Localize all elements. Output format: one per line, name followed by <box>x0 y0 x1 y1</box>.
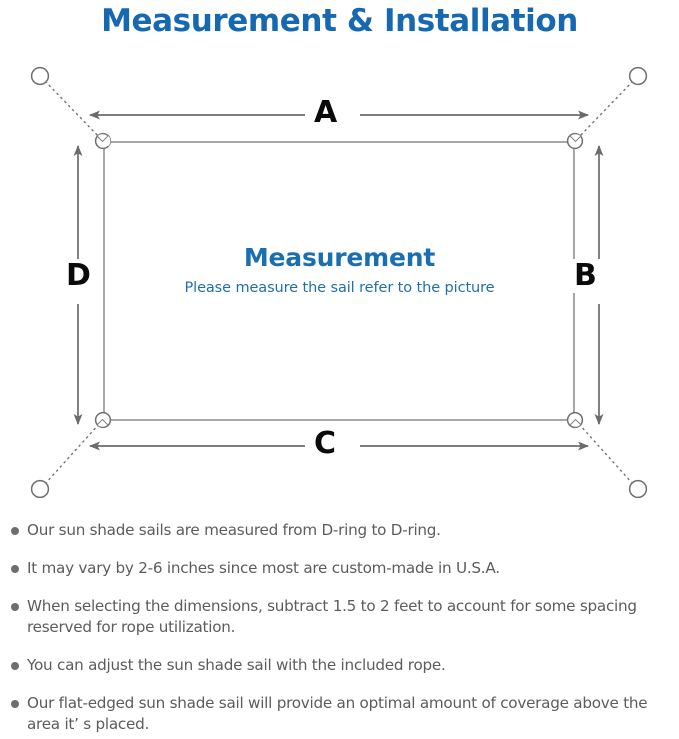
diagram-svg <box>30 66 648 499</box>
note-text: When selecting the dimensions, subtract … <box>27 597 637 636</box>
note-text: Our sun shade sails are measured from D-… <box>27 521 441 539</box>
dimension-label-c: C <box>305 427 346 461</box>
dimension-label-b: B <box>565 259 606 293</box>
dimension-arrows <box>73 110 604 451</box>
bullet-icon <box>11 700 19 708</box>
anchor-bottom-left-icon <box>30 479 50 499</box>
list-item: Our sun shade sails are measured from D-… <box>0 520 679 541</box>
list-item: You can adjust the sun shade sail with t… <box>0 655 679 676</box>
rope-bottom-left <box>44 422 101 485</box>
list-item: It may vary by 2-6 inches since most are… <box>0 558 679 579</box>
note-text: It may vary by 2-6 inches since most are… <box>27 559 500 577</box>
rope-top-left <box>44 80 101 139</box>
rope-lines <box>44 80 634 485</box>
list-item: Our flat-edged sun shade sail will provi… <box>0 693 679 735</box>
note-text: You can adjust the sun shade sail with t… <box>27 656 446 674</box>
rope-top-right <box>577 80 634 139</box>
notes-list: Our sun shade sails are measured from D-… <box>0 520 679 735</box>
note-text: Our flat-edged sun shade sail will provi… <box>27 694 648 733</box>
anchor-bottom-right-icon <box>628 479 648 499</box>
dimension-label-d: D <box>57 259 100 293</box>
anchor-top-right-icon <box>628 66 648 86</box>
bullet-icon <box>11 527 19 535</box>
anchor-top-left-icon <box>30 66 50 86</box>
dimension-label-a: A <box>305 96 347 130</box>
anchor-points <box>30 66 648 499</box>
bullet-icon <box>11 662 19 670</box>
measurement-diagram: A B C D Measurement Please measure the s… <box>0 52 679 512</box>
page-title: Measurement & Installation <box>101 3 578 39</box>
d-ring-markers <box>94 132 584 429</box>
bullet-icon <box>11 565 19 573</box>
rope-bottom-right <box>577 422 634 485</box>
bullet-icon <box>11 603 19 611</box>
list-item: When selecting the dimensions, subtract … <box>0 596 679 638</box>
sail-body <box>103 141 575 421</box>
